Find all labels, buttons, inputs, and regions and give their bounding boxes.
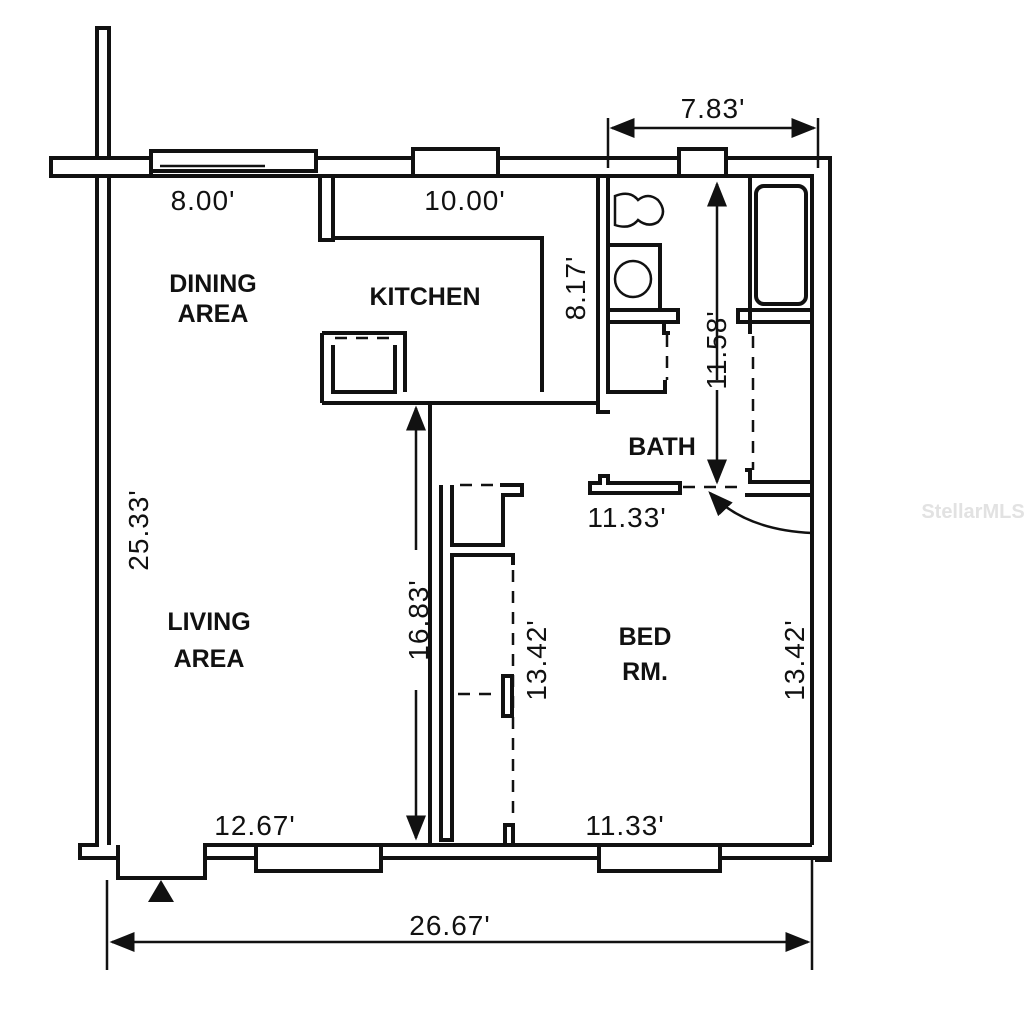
- dimension-bedroom-right-height: 13.42': [779, 619, 810, 700]
- dimension-living-partial-height: 16.83': [403, 579, 434, 660]
- dimension-bath-depth: 11.58': [701, 310, 732, 389]
- room-label-bedroom-line1: BED: [619, 623, 672, 651]
- entry-triangle-icon: [148, 880, 174, 902]
- dimension-bedroom-bottom-width: 11.33': [585, 810, 664, 841]
- room-label-kitchen: KITCHEN: [369, 283, 480, 311]
- kitchen-walls: [318, 176, 610, 414]
- dimension-living-width: 12.67': [214, 810, 295, 841]
- dimension-bath-width: 7.83': [681, 93, 746, 124]
- sink-icon: [613, 259, 653, 299]
- room-label-living-line2: AREA: [174, 645, 245, 673]
- dimension-lines: [105, 118, 820, 970]
- toilet-icon: [613, 192, 665, 228]
- watermark: StellarMLS: [921, 501, 1024, 523]
- dimension-bedroom-left-height: 13.42': [521, 619, 552, 700]
- dimension-overall-width: 26.67': [409, 910, 490, 941]
- dimension-kitchen-depth: 8.17': [560, 256, 591, 321]
- bathtub-icon: [754, 184, 808, 306]
- room-label-bedroom-line2: RM.: [622, 658, 668, 686]
- dimension-bedroom-top-width: 11.33': [587, 502, 666, 533]
- bath-walls: [588, 176, 814, 535]
- room-label-bath: BATH: [628, 433, 696, 461]
- dimension-dining-width: 8.00': [171, 185, 236, 216]
- room-label-dining-line1: DINING: [169, 270, 257, 298]
- room-label-living-line1: LIVING: [167, 608, 250, 636]
- room-label-dining-line2: AREA: [178, 300, 249, 328]
- windows: [149, 147, 728, 873]
- dimension-kitchen-width: 10.00': [424, 185, 505, 216]
- bedroom-walls: [428, 403, 524, 845]
- dimension-living-height: 25.33': [123, 489, 154, 570]
